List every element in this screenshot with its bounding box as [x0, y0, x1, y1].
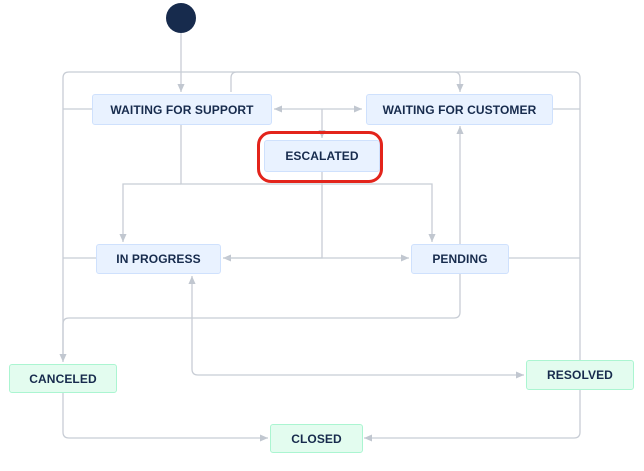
edge-in-progress-resolved [188, 276, 524, 379]
edge-split-to-in-progress [119, 183, 181, 242]
status-waiting-for-support[interactable]: WAITING FOR SUPPORT [92, 94, 272, 125]
status-in-progress[interactable]: IN PROGRESS [96, 244, 221, 274]
status-resolved[interactable]: RESOLVED [526, 360, 634, 390]
status-canceled[interactable]: CANCELED [9, 364, 117, 393]
edge-top-loop-right [230, 71, 584, 368]
edge-support-split [180, 125, 436, 242]
edge-canceled-to-closed [62, 393, 268, 442]
status-closed[interactable]: CLOSED [270, 424, 363, 453]
status-pending[interactable]: PENDING [411, 244, 509, 274]
status-escalated[interactable]: ESCALATED [264, 140, 380, 172]
edge-pending-to-canceled [59, 274, 461, 362]
edge-escalated-to-in-progress [223, 172, 323, 262]
edge-resolved-to-closed [364, 390, 581, 442]
status-waiting-for-customer[interactable]: WAITING FOR CUSTOMER [366, 94, 553, 125]
start-node-icon [166, 3, 196, 33]
